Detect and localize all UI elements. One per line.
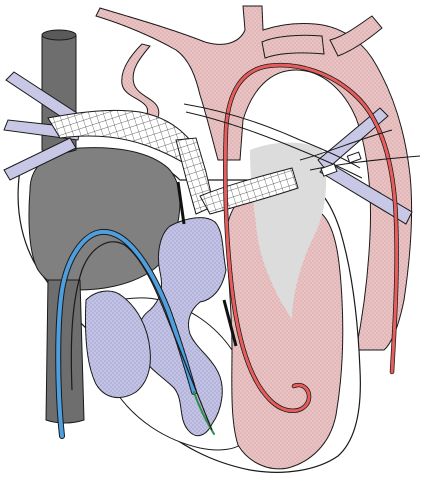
inferior-vena-cava: [46, 280, 84, 423]
vena-cava-opening: [42, 30, 76, 40]
